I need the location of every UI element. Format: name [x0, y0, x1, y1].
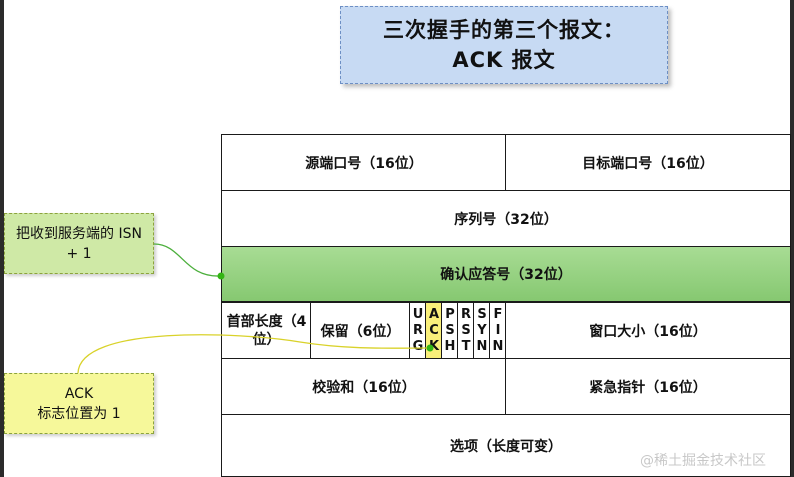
options-label: 选项（长度可变）	[450, 438, 562, 455]
source-port-label: 源端口号（16位）	[305, 156, 423, 172]
options-field: 选项（长度可变）	[221, 414, 791, 477]
ack-number-label: 确认应答号（32位）	[440, 267, 572, 283]
note-isn-line-2: + 1	[66, 245, 92, 262]
title-line-1: 三次握手的第三个报文：	[383, 18, 625, 42]
note-ack-line-1: ACK	[64, 385, 94, 402]
window-size-field: 窗口大小（16位）	[505, 302, 791, 360]
sequence-number-field: 序列号（32位）	[221, 190, 791, 248]
note-ack-flag: ACK 标志位置为 1	[4, 373, 154, 434]
connector-ack-flag-endpoint	[426, 344, 434, 352]
diagram-title: 三次握手的第三个报文： ACK 报文	[340, 6, 668, 84]
sequence-number-label: 序列号（32位）	[454, 212, 558, 228]
urgent-pointer-label: 紧急指针（16位）	[589, 380, 707, 396]
reserved-field: 保留（6位）	[310, 302, 411, 360]
header-length-label: 首部长度（4位）	[226, 314, 307, 348]
checksum-field: 校验和（16位）	[221, 358, 507, 416]
note-ack-line-2: 标志位置为 1	[37, 405, 121, 422]
destination-port-field: 目标端口号（16位）	[505, 134, 791, 192]
window-frame-left	[0, 0, 4, 477]
urgent-pointer-field: 紧急指针（16位）	[505, 358, 791, 416]
watermark: @稀土掘金技术社区	[640, 453, 766, 469]
connector-isn-to-ack-number	[153, 243, 222, 277]
note-isn-line-1: 把收到服务端的 ISN	[16, 225, 142, 242]
title-line-2: ACK 报文	[452, 48, 556, 72]
ack-number-field: 确认应答号（32位）	[221, 246, 791, 302]
source-port-field: 源端口号（16位）	[221, 134, 507, 192]
window-frame-right	[790, 0, 794, 477]
checksum-label: 校验和（16位）	[312, 380, 416, 396]
reserved-label: 保留（6位）	[320, 324, 401, 340]
connector-isn-endpoint	[217, 272, 225, 280]
destination-port-label: 目标端口号（16位）	[582, 156, 714, 172]
note-isn-plus-one: 把收到服务端的 ISN + 1	[4, 213, 154, 274]
connector-ack-flag-to-ack-bit	[77, 334, 431, 374]
window-size-label: 窗口大小（16位）	[589, 324, 707, 340]
